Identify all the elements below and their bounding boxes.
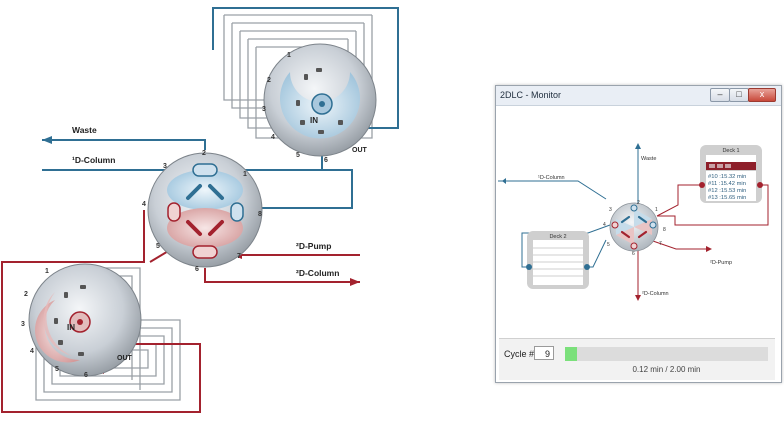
- main-switching-valve: 2 1 3 4 5 6 7 8: [142, 150, 263, 273]
- cycle-progress-text: 0.12 min / 2.00 min: [632, 365, 701, 374]
- monitor-port-2: 2: [637, 200, 640, 206]
- monitor-arrows: [502, 143, 712, 301]
- lower-port-5: 5: [55, 366, 59, 373]
- close-button[interactable]: x: [748, 88, 776, 102]
- monitor-port-7: 7: [659, 241, 662, 247]
- valve-schematic: 1 2 3 4 5 6 IN OUT 2 1 3 4 5 6 7 8: [1, 7, 399, 413]
- cycle-progress-fill: [565, 347, 578, 361]
- upper-out-label: OUT: [352, 147, 368, 154]
- monitor-lines: [498, 147, 769, 297]
- deck-1[interactable]: Deck 1 #10 :15.32 min #11 :15.42 min #12…: [699, 145, 763, 203]
- monitor-waste-label: Waste: [641, 156, 656, 162]
- title-bar[interactable]: 2DLC - Monitor – □ x: [496, 86, 781, 106]
- red-flow-lines: [1, 210, 360, 413]
- monitor-window: 2DLC - Monitor – □ x: [495, 85, 782, 383]
- maximize-button[interactable]: □: [729, 88, 749, 102]
- monitor-port-3: 3: [609, 207, 612, 213]
- lower-in-label: IN: [67, 323, 75, 332]
- upper-port-2: 2: [267, 77, 271, 84]
- monitor-port-6: 6: [632, 251, 635, 257]
- deck-2[interactable]: Deck 2: [526, 231, 590, 289]
- main-port-7: 7: [237, 253, 241, 260]
- main-port-5: 5: [156, 243, 160, 250]
- upper-port-5: 5: [296, 152, 300, 159]
- cycle-number-field[interactable]: 9: [534, 346, 554, 360]
- upper-selector-valve: 1 2 3 4 5 6 IN OUT: [262, 43, 377, 164]
- monitor-d2-pump-label: ²D-Pump: [710, 260, 732, 266]
- monitor-port-8: 8: [663, 227, 666, 233]
- lower-out-label: OUT: [117, 355, 133, 362]
- main-port-8: 8: [258, 211, 262, 218]
- deck-1-item: #10 :15.32 min: [708, 174, 746, 180]
- cycle-progress-bar: [565, 347, 768, 361]
- minimize-button[interactable]: –: [710, 88, 730, 102]
- monitor-port-1: 1: [655, 207, 658, 213]
- monitor-port-4: 4: [603, 222, 606, 228]
- monitor-diagram: 2 1 3 4 5 6 7 8 Waste ¹D-Column ²D-Pump …: [498, 143, 769, 301]
- main-port-6: 6: [195, 266, 199, 273]
- lower-port-1: 1: [45, 268, 49, 275]
- deck-1-item: #12 :15.53 min: [708, 188, 746, 194]
- lower-port-4: 4: [30, 348, 34, 355]
- main-port-1: 1: [243, 171, 247, 178]
- d2-column-label: ²D-Column: [296, 268, 339, 278]
- upper-port-6: 6: [324, 157, 328, 164]
- d2-pump-label: ²D-Pump: [296, 241, 331, 251]
- window-title: 2DLC - Monitor: [500, 90, 562, 100]
- upper-port-3: 3: [262, 106, 266, 113]
- upper-port-4: 4: [271, 134, 275, 141]
- waste-label: Waste: [72, 125, 97, 135]
- waste-arrow: [42, 136, 52, 144]
- upper-port-1: 1: [287, 52, 291, 59]
- deck-2-title: Deck 2: [549, 234, 566, 240]
- monitor-canvas: 2 1 3 4 5 6 7 8 Waste ¹D-Column ²D-Pump …: [498, 107, 779, 380]
- lower-port-6: 6: [84, 372, 88, 379]
- waste-line: [42, 139, 206, 150]
- deck-1-title: Deck 1: [722, 148, 739, 154]
- monitor-port-5: 5: [607, 242, 610, 248]
- cycle-panel: Cycle # 9 0.12 min / 2.00 min: [499, 338, 775, 380]
- lower-port-3: 3: [21, 321, 25, 328]
- main-port-4: 4: [142, 201, 146, 208]
- lower-port-2: 2: [24, 291, 28, 298]
- monitor-valve: [609, 202, 659, 252]
- upper-in-label: IN: [310, 116, 318, 125]
- main-port-3: 3: [163, 163, 167, 170]
- deck-1-item: #13 :15.65 min: [708, 195, 746, 201]
- monitor-d1-column-label: ¹D-Column: [538, 175, 565, 181]
- main-port-2: 2: [202, 150, 206, 157]
- deck-1-item: #11 :15.42 min: [708, 181, 746, 187]
- d1-column-label: ¹D-Column: [72, 155, 115, 165]
- monitor-d2-column-label: ²D-Column: [642, 291, 669, 297]
- cycle-label: Cycle #: [504, 349, 535, 359]
- lower-selector-valve: 1 2 3 4 5 6 IN OUT: [21, 263, 142, 379]
